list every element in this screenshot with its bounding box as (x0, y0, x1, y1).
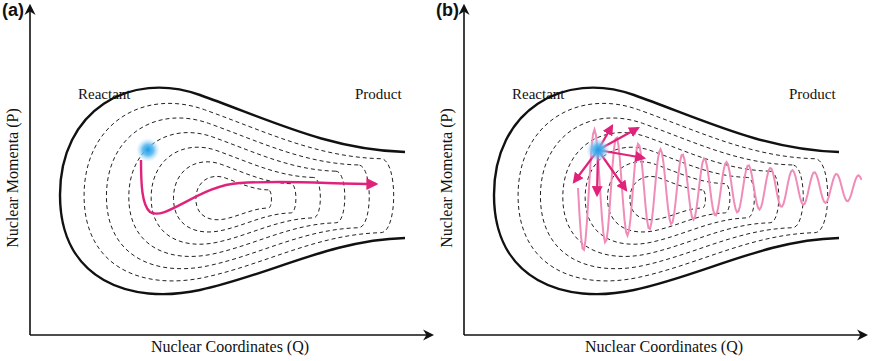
wavepacket (586, 138, 610, 162)
axis-label: Nuclear Momenta (P) (438, 108, 456, 248)
region-label: Reactant (78, 86, 130, 103)
axis-label: Nuclear Coordinates (Q) (151, 338, 309, 356)
x-axis (464, 334, 866, 336)
y-axis (463, 6, 465, 335)
energy-contour (174, 162, 296, 232)
region-label: Product (355, 86, 402, 103)
x-axis (30, 334, 432, 336)
panel-label: (b) (436, 0, 459, 21)
trajectory (141, 160, 376, 214)
axis-label: Nuclear Coordinates (Q) (585, 338, 743, 356)
region-label: Reactant (512, 86, 564, 103)
energy-contour (151, 147, 320, 244)
wavepacket (136, 138, 160, 162)
panel-label: (a) (2, 0, 24, 21)
energy-contour (563, 133, 779, 257)
energy-contour (129, 133, 345, 257)
oscillating-trajectory (578, 130, 862, 250)
energy-boundary (60, 88, 405, 294)
energy-contour (518, 103, 828, 281)
region-label: Product (789, 86, 836, 103)
y-axis (29, 6, 31, 335)
axis-label: Nuclear Momenta (P) (4, 108, 22, 248)
energy-contour (84, 103, 394, 281)
